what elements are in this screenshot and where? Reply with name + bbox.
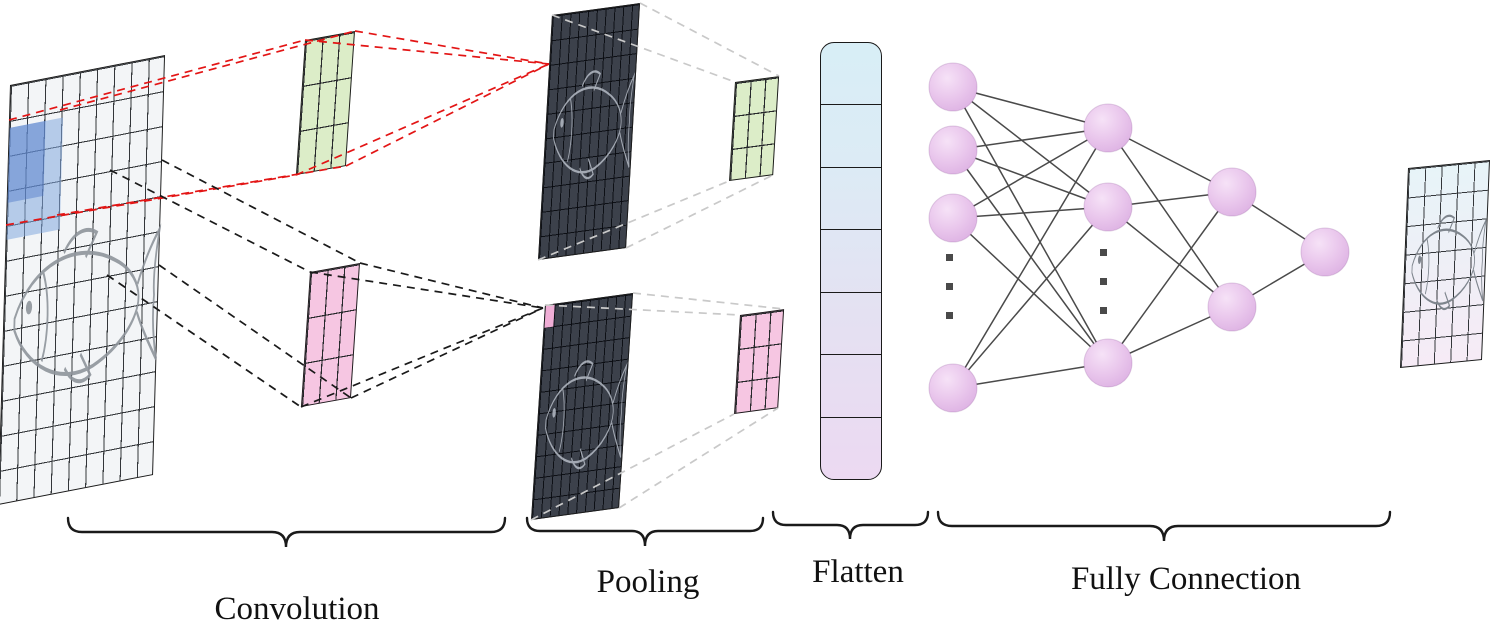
neuron [928,363,978,413]
flatten-label: Flatten [812,554,904,590]
neuron [1207,167,1257,217]
feature-map-top [538,3,641,261]
neuron [928,193,978,243]
convolution-brace [66,516,507,548]
neuron [1207,282,1257,332]
fc-ellipsis-dots [946,249,1107,319]
neuron [1083,103,1133,153]
flatten-cell [821,166,881,229]
fully-connection-label: Fully Connection [1070,561,1302,597]
convolution-label: Convolution [214,591,380,627]
fish-sketch [541,354,629,475]
fc-neurons [928,62,1350,413]
receptive-field-highlight-inner [7,120,46,203]
pooling-window-highlight [544,304,555,328]
neuron [928,125,978,175]
fish-sketch [1409,210,1488,314]
fc-connections [952,86,1326,389]
fully-connection-brace [936,510,1392,542]
output-image-grid [1400,160,1490,368]
pooled-map-green [729,76,780,181]
neuron [1300,227,1350,277]
flatten-brace [771,510,930,540]
neuron [1083,182,1133,232]
pooling-label: Pooling [596,564,700,600]
flatten-cell [821,43,881,104]
pooled-map-pink [734,309,785,414]
flatten-cell [821,354,881,416]
neuron [1083,338,1133,388]
stage-braces [66,510,1392,548]
input-image-grid [0,55,166,505]
fish-sketch [10,213,162,397]
conv-kernel-green [295,31,355,175]
flatten-cell [821,291,881,354]
feature-map-bottom [531,293,634,520]
flatten-cell [821,229,881,291]
conv-kernel-pink [300,263,360,407]
fish-sketch [549,64,636,185]
flatten-cell [821,416,881,479]
neuron [928,62,978,112]
flatten-cell [821,104,881,166]
flatten-vector [820,42,882,480]
pooling-brace [525,516,765,547]
